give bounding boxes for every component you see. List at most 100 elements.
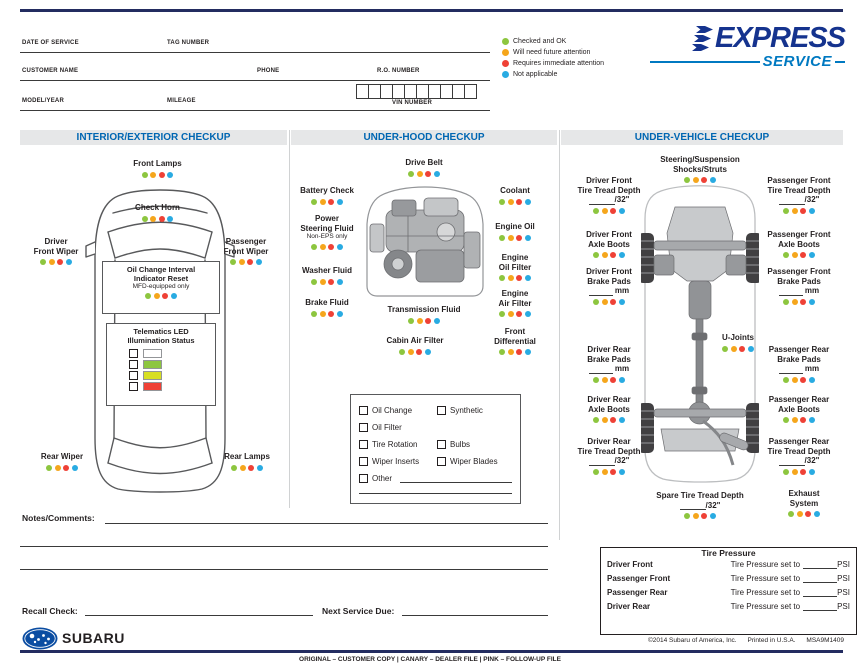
status-dot[interactable] xyxy=(601,207,608,214)
status-dot[interactable] xyxy=(499,234,506,241)
status-dot[interactable] xyxy=(709,177,716,183)
status-dot[interactable] xyxy=(150,171,157,178)
status-dot[interactable] xyxy=(601,468,608,475)
status-dot[interactable] xyxy=(507,275,514,281)
status-dot[interactable] xyxy=(71,464,78,471)
status-dot[interactable] xyxy=(610,207,617,214)
status-dot[interactable] xyxy=(516,311,523,317)
status-dot[interactable] xyxy=(499,198,506,205)
status-dot[interactable] xyxy=(255,259,262,265)
status-dot[interactable] xyxy=(516,198,523,205)
status-dot[interactable] xyxy=(311,278,318,285)
status-dot[interactable] xyxy=(796,511,803,517)
status-dot[interactable] xyxy=(170,293,177,299)
status-dot[interactable] xyxy=(407,348,414,355)
status-dot[interactable] xyxy=(524,198,531,205)
status-dot[interactable] xyxy=(783,298,790,305)
status-dot[interactable] xyxy=(593,207,600,214)
status-dot[interactable] xyxy=(618,252,625,258)
status-dot[interactable] xyxy=(248,464,255,471)
status-dot[interactable] xyxy=(524,275,531,281)
notes-line-3[interactable] xyxy=(20,569,548,570)
checkbox-icon[interactable] xyxy=(359,406,368,415)
status-dot[interactable] xyxy=(167,171,174,178)
status-dot[interactable] xyxy=(336,198,343,205)
status-dot[interactable] xyxy=(593,417,600,423)
checkbox-icon[interactable] xyxy=(437,457,446,466)
status-dot[interactable] xyxy=(783,252,790,258)
checkbox-icon[interactable] xyxy=(437,440,446,449)
tread-depth-field[interactable] xyxy=(679,501,706,510)
status-dot[interactable] xyxy=(399,348,406,355)
tire-pressure-field[interactable] xyxy=(803,560,838,569)
status-dot[interactable] xyxy=(524,234,531,241)
status-dot[interactable] xyxy=(800,207,807,214)
status-dot[interactable] xyxy=(425,170,432,177)
tread-depth-field[interactable] xyxy=(778,457,805,466)
brake-pad-field[interactable] xyxy=(588,365,613,374)
status-dot[interactable] xyxy=(408,170,415,177)
status-dot[interactable] xyxy=(788,511,795,517)
service-option-bulbs[interactable]: Bulbs xyxy=(437,440,470,449)
status-dot[interactable] xyxy=(150,215,157,222)
status-dot[interactable] xyxy=(328,278,335,285)
status-dot[interactable] xyxy=(408,317,415,324)
status-dot[interactable] xyxy=(336,244,343,250)
status-dot[interactable] xyxy=(524,311,531,317)
checkbox-icon[interactable] xyxy=(129,360,138,369)
status-dot[interactable] xyxy=(507,349,514,355)
ro-number-comb-field[interactable] xyxy=(356,84,477,99)
status-dot[interactable] xyxy=(319,244,326,250)
status-dot[interactable] xyxy=(808,252,815,258)
recall-check-field[interactable] xyxy=(85,615,313,616)
tire-pressure-field[interactable] xyxy=(803,574,838,583)
status-dot[interactable] xyxy=(158,171,165,178)
status-dot[interactable] xyxy=(593,376,600,383)
status-dot[interactable] xyxy=(791,417,798,423)
status-dot[interactable] xyxy=(692,177,699,183)
checkbox-icon[interactable] xyxy=(359,423,368,432)
checkbox-icon[interactable] xyxy=(129,349,138,358)
status-dot[interactable] xyxy=(808,207,815,214)
service-option-tire-rotation[interactable]: Tire Rotation xyxy=(359,440,437,449)
status-dot[interactable] xyxy=(808,417,815,423)
status-dot[interactable] xyxy=(162,293,169,299)
status-dot[interactable] xyxy=(499,349,506,355)
status-dot[interactable] xyxy=(791,252,798,258)
next-service-due-field[interactable] xyxy=(402,615,548,616)
status-dot[interactable] xyxy=(709,513,716,519)
form-row1-line[interactable] xyxy=(20,52,490,53)
service-option-synthetic[interactable]: Synthetic xyxy=(437,406,483,415)
status-dot[interactable] xyxy=(336,310,343,317)
status-dot[interactable] xyxy=(311,198,318,205)
notes-line-2[interactable] xyxy=(20,546,548,547)
status-dot[interactable] xyxy=(516,275,523,281)
status-dot[interactable] xyxy=(808,468,815,475)
service-option-oil-filter[interactable]: Oil Filter xyxy=(359,423,437,432)
status-dot[interactable] xyxy=(618,207,625,214)
status-dot[interactable] xyxy=(701,513,708,519)
status-dot[interactable] xyxy=(800,298,807,305)
status-dot[interactable] xyxy=(610,252,617,258)
service-option-wiper-blades[interactable]: Wiper Blades xyxy=(437,457,498,466)
status-dot[interactable] xyxy=(791,207,798,214)
tread-depth-field[interactable] xyxy=(778,196,805,205)
status-dot[interactable] xyxy=(499,311,506,317)
status-dot[interactable] xyxy=(57,259,64,265)
checkbox-icon[interactable] xyxy=(359,457,368,466)
status-dot[interactable] xyxy=(800,376,807,383)
status-dot[interactable] xyxy=(416,170,423,177)
status-dot[interactable] xyxy=(328,244,335,250)
status-dot[interactable] xyxy=(247,259,254,265)
brake-pad-field[interactable] xyxy=(588,287,613,296)
status-dot[interactable] xyxy=(433,170,440,177)
status-dot[interactable] xyxy=(800,468,807,475)
status-dot[interactable] xyxy=(433,317,440,324)
status-dot[interactable] xyxy=(319,198,326,205)
status-dot[interactable] xyxy=(48,259,55,265)
form-row3-line[interactable] xyxy=(20,110,490,111)
status-dot[interactable] xyxy=(593,252,600,258)
status-dot[interactable] xyxy=(601,376,608,383)
checkbox-icon[interactable] xyxy=(359,474,368,483)
status-dot[interactable] xyxy=(783,207,790,214)
